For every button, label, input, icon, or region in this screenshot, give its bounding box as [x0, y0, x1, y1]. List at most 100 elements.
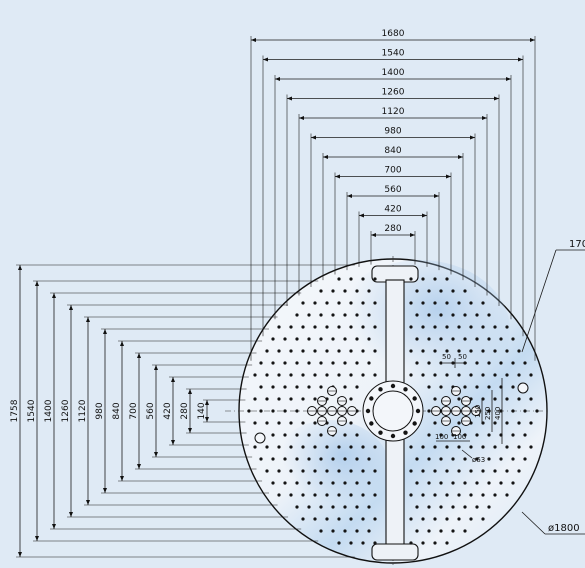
grid-hole	[511, 385, 515, 389]
grid-hole	[283, 361, 287, 365]
grid-hole	[301, 349, 305, 353]
grid-hole	[427, 361, 431, 365]
grid-hole	[367, 529, 371, 533]
grid-hole	[319, 361, 323, 365]
hdim-label: 1540	[382, 49, 405, 59]
grid-hole	[313, 349, 317, 353]
grid-hole	[325, 517, 329, 521]
grid-hole	[463, 289, 467, 293]
grid-hole	[325, 445, 329, 449]
grid-hole	[445, 541, 449, 545]
grid-hole	[427, 289, 431, 293]
grid-hole	[445, 301, 449, 305]
grid-hole	[517, 373, 521, 377]
grid-hole	[337, 349, 341, 353]
grid-hole	[367, 337, 371, 341]
grid-hole	[451, 289, 455, 293]
grid-hole	[481, 469, 485, 473]
grid-hole	[535, 409, 539, 413]
grid-hole	[253, 421, 257, 425]
grid-hole	[319, 481, 323, 485]
grid-hole	[301, 373, 305, 377]
grid-hole	[331, 337, 335, 341]
hdim-label: 1680	[382, 29, 405, 39]
grid-hole	[523, 361, 527, 365]
grid-hole	[487, 361, 491, 365]
grid-hole	[319, 313, 323, 317]
grid-hole	[349, 517, 353, 521]
grid-hole	[361, 373, 365, 377]
grid-hole	[259, 409, 263, 413]
grid-hole	[523, 409, 527, 413]
grid-hole	[301, 397, 305, 401]
grid-hole	[445, 325, 449, 329]
grid-hole	[289, 325, 293, 329]
grid-hole	[337, 325, 341, 329]
boss-hole	[365, 408, 371, 414]
grid-hole	[307, 481, 311, 485]
grid-hole	[469, 445, 473, 449]
dim-100-b: 100	[453, 433, 466, 441]
grid-hole	[529, 373, 533, 377]
vdim-label: 840	[112, 402, 122, 419]
grid-hole	[295, 457, 299, 461]
grid-hole	[349, 301, 353, 305]
grid-hole	[499, 337, 503, 341]
dim-400: 400	[494, 407, 502, 420]
grid-hole	[313, 397, 317, 401]
grid-hole	[289, 445, 293, 449]
grid-hole	[343, 481, 347, 485]
grid-hole	[517, 421, 521, 425]
grid-hole	[511, 337, 515, 341]
grid-hole	[427, 313, 431, 317]
grid-hole	[337, 493, 341, 497]
grid-hole	[457, 301, 461, 305]
grid-hole	[331, 289, 335, 293]
grid-hole	[349, 349, 353, 353]
grid-hole	[349, 469, 353, 473]
grid-hole	[481, 349, 485, 353]
leader-diameter	[521, 511, 546, 535]
leader-170	[521, 249, 557, 353]
grid-hole	[313, 469, 317, 473]
grid-hole	[445, 517, 449, 521]
boss-hole	[390, 383, 396, 389]
grid-hole	[331, 481, 335, 485]
grid-hole	[529, 421, 533, 425]
grid-hole	[349, 421, 353, 425]
grid-hole	[325, 325, 329, 329]
grid-hole	[433, 493, 437, 497]
grid-hole	[373, 469, 377, 473]
boss-hole	[369, 421, 374, 426]
grid-hole	[301, 445, 305, 449]
grid-hole	[343, 289, 347, 293]
grid-hole	[409, 301, 413, 305]
grid-hole	[343, 457, 347, 461]
vdim-label: 700	[129, 402, 139, 419]
grid-hole	[409, 373, 413, 377]
grid-hole	[439, 337, 443, 341]
grid-hole	[439, 385, 443, 389]
grid-hole	[265, 421, 269, 425]
grid-hole	[439, 529, 443, 533]
grid-hole	[307, 457, 311, 461]
grid-hole	[511, 457, 515, 461]
grid-hole	[313, 325, 317, 329]
grid-hole	[349, 493, 353, 497]
grid-hole	[355, 433, 359, 437]
grid-hole	[421, 445, 425, 449]
grid-hole	[355, 289, 359, 293]
grid-hole	[295, 361, 299, 365]
grid-hole	[517, 469, 521, 473]
grid-hole	[463, 385, 467, 389]
grid-hole	[433, 517, 437, 521]
grid-hole	[295, 433, 299, 437]
grid-hole	[475, 361, 479, 365]
grid-hole	[319, 505, 323, 509]
grid-hole	[475, 385, 479, 389]
grid-hole	[493, 349, 497, 353]
grid-hole	[271, 457, 275, 461]
grid-hole	[307, 337, 311, 341]
grid-hole	[277, 445, 281, 449]
grid-hole	[487, 313, 491, 317]
